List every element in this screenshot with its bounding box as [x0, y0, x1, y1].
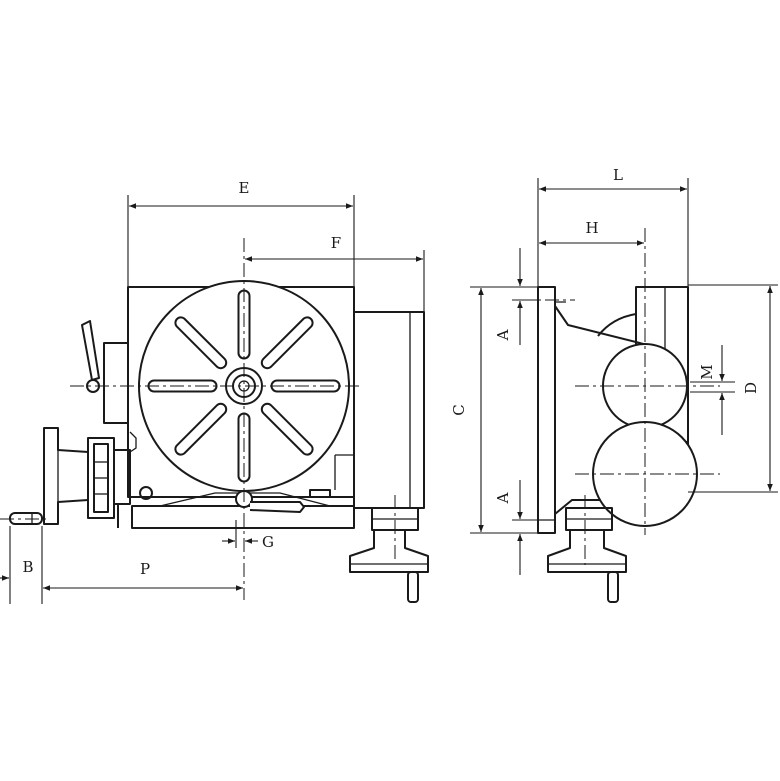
- left-handwheel: [9, 427, 137, 528]
- t-slot: [147, 379, 218, 393]
- dim-label-l: L: [613, 166, 623, 184]
- dim-label-f: F: [331, 234, 341, 252]
- dim-label-p: P: [140, 560, 150, 578]
- worm-housing: [353, 311, 425, 531]
- t-slot: [174, 402, 228, 456]
- t-slot: [237, 289, 251, 360]
- lock-lever: [81, 320, 100, 393]
- dim-label-b: B: [22, 558, 33, 576]
- bottom-handwheel: [349, 530, 429, 603]
- dim-label-g: G: [262, 533, 274, 551]
- dim-label-d: D: [742, 382, 760, 394]
- dim-label-c: C: [450, 404, 468, 415]
- t-slot: [270, 379, 341, 393]
- dim-label-a-top: A: [494, 329, 512, 341]
- dim-label-h: H: [585, 219, 598, 237]
- dim-label-m: M: [698, 364, 716, 379]
- t-slot: [237, 412, 251, 483]
- t-slot: [174, 316, 228, 370]
- front-view: E F G B P: [0, 179, 429, 604]
- left-housing: [103, 342, 129, 424]
- t-slot: [260, 316, 314, 370]
- dim-label-e: E: [239, 179, 250, 197]
- face-plate: [537, 286, 566, 534]
- t-slot: [260, 402, 314, 456]
- t-slots: [147, 289, 341, 483]
- dim-label-a-bottom: A: [494, 492, 512, 504]
- side-view: L H C A A D M: [450, 166, 778, 603]
- clamp-lever: [235, 490, 305, 513]
- side-handwheel: [547, 507, 627, 603]
